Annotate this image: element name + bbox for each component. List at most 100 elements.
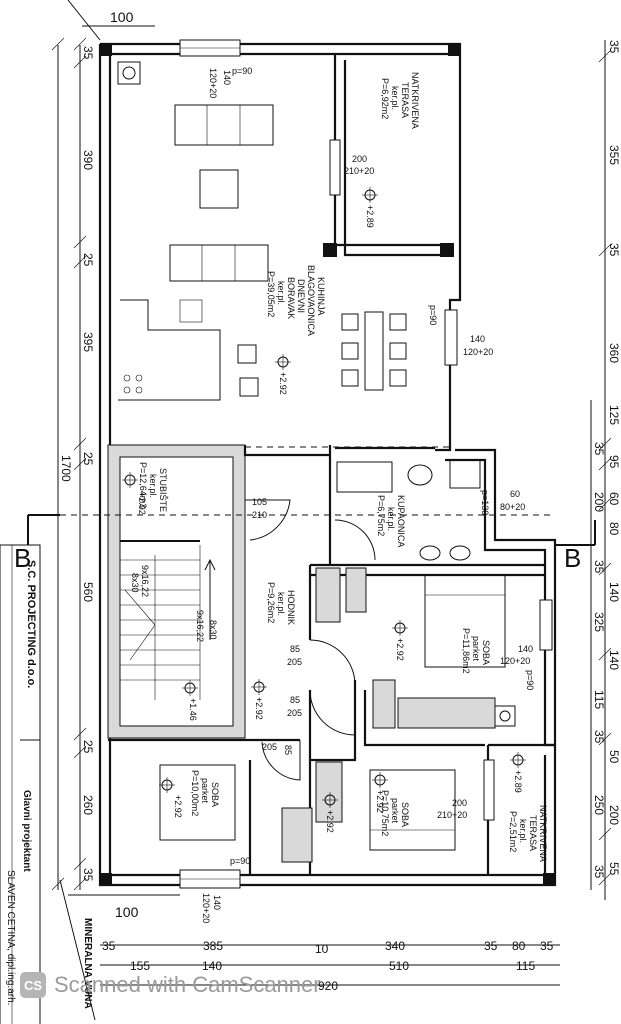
level-10: +2.89 bbox=[513, 770, 523, 793]
watermark-text: Scanned with CamScanner bbox=[54, 972, 321, 997]
right-dimension-chain: 35 355 35 360 125 95 35 200 60 80 35 140… bbox=[590, 40, 621, 900]
room-terasa-bottom-l1: NATKRIVENA bbox=[538, 805, 548, 862]
room-terasa-bottom-l3: ker.pl. bbox=[518, 819, 528, 843]
room-soba3-l2: parket bbox=[390, 798, 400, 824]
level-7: +1.46 bbox=[188, 698, 198, 721]
room-stubiste-l3: P=12,64m2 bbox=[138, 462, 148, 508]
top-width-mark: 100 bbox=[67, 0, 155, 41]
dim-bottom-r1-5: 35 bbox=[484, 939, 498, 953]
room-soba2-l3: P=10,00m2 bbox=[190, 770, 200, 816]
room-soba2: SOBA parket P=10,00m2 bbox=[190, 770, 220, 816]
left-dimension-chain: 35 390 25 395 25 560 25 260 35 1700 bbox=[51, 37, 95, 891]
dim-bottom-r1-4: 340 bbox=[385, 939, 405, 953]
room-soba3-l3: P=10,75m2 bbox=[380, 790, 390, 836]
room-hodnik-l2: ker.pl. bbox=[276, 592, 286, 616]
bottom-width-label: 100 bbox=[115, 904, 139, 920]
section-line: B B bbox=[14, 514, 596, 573]
bath-window-h: 80+20 bbox=[500, 502, 525, 512]
dim-right-19: 200 bbox=[607, 805, 621, 825]
hall-door2-w: 85 bbox=[290, 695, 300, 705]
hall-door3-h: 205 bbox=[262, 742, 277, 752]
dim-bottom-r2-3: 510 bbox=[389, 959, 409, 973]
side-label: MINERALNA VUNA bbox=[82, 918, 93, 1009]
room3-door-h: 210+20 bbox=[437, 810, 467, 820]
scanner-watermark: CS Scanned with CamScanner bbox=[20, 972, 321, 998]
level-8: +2.92 bbox=[325, 810, 335, 833]
dim-bottom-r2-1: 155 bbox=[130, 959, 150, 973]
room1-window-w: 140 bbox=[518, 644, 533, 654]
hall-door3-w: 85 bbox=[283, 745, 293, 755]
room-terasa-top: NATKRIVENA TERASA ker.pl. P=6,92m2 bbox=[380, 72, 420, 129]
company-name: S.C. PROJECTING d.o.o. bbox=[25, 560, 37, 688]
stair-label-d: 8x30 bbox=[208, 620, 218, 640]
dim-right-11: 35 bbox=[592, 560, 606, 574]
dim-right-5: 125 bbox=[607, 405, 621, 425]
room-dnevni-l1: KUHINJA bbox=[316, 277, 326, 316]
dim-left-4: 395 bbox=[81, 332, 95, 352]
dim-left-8: 260 bbox=[81, 795, 95, 815]
bottom-window-p: p=90 bbox=[230, 856, 250, 866]
room-dnevni-l3: DNEVNI bbox=[296, 279, 306, 313]
room-dnevni-l4: BORAVAK bbox=[286, 277, 296, 319]
dim-left-6: 560 bbox=[81, 582, 95, 602]
bottom-dimensions: 100 35 385 10 340 35 80 35 155 140 510 1… bbox=[59, 879, 560, 1021]
top-width-label: 100 bbox=[110, 9, 134, 25]
bottom-window-w: 140 bbox=[212, 895, 222, 910]
level-6: +2.92 bbox=[173, 795, 183, 818]
room-kupaonica: KUPAONICA ker.pl. P=6,75m2 bbox=[376, 495, 406, 547]
room-stubiste: STUBIŠTE ker.pl. P=12,64m2 bbox=[138, 462, 168, 512]
section-marker-right: B bbox=[564, 543, 581, 573]
dim-right-4: 360 bbox=[607, 343, 621, 363]
title-block: S.C. PROJECTING d.o.o. Glavni projektant… bbox=[0, 544, 41, 1024]
dim-right-12: 140 bbox=[607, 582, 621, 602]
camscanner-logo: CS bbox=[20, 972, 46, 998]
room-hodnik: HODNIK ker.pl. P=9,26m2 bbox=[266, 582, 296, 625]
room-dnevni-l5: ker.pl. bbox=[276, 281, 286, 305]
dim-right-20: 55 bbox=[607, 862, 621, 876]
dim-bottom-r1-2: 385 bbox=[203, 939, 223, 953]
room-terasa-bottom-l4: P=2,51m2 bbox=[508, 811, 518, 852]
room-labels: NATKRIVENA TERASA ker.pl. P=6,92m2 KUHIN… bbox=[138, 72, 548, 862]
terasa-door-w: 200 bbox=[352, 154, 367, 164]
door-swings bbox=[245, 499, 376, 781]
room-soba3: SOBA parket P=10,75m2 bbox=[380, 790, 410, 836]
room-hodnik-l1: HODNIK bbox=[286, 590, 296, 625]
dining-window-h: 120+20 bbox=[463, 347, 493, 357]
dim-bottom-total: 920 bbox=[318, 979, 338, 993]
stair-label-b: 8x30 bbox=[130, 573, 140, 593]
dim-right-6: 95 bbox=[607, 455, 621, 469]
room-terasa-top-l3: ker.pl. bbox=[390, 86, 400, 110]
hall-door2-h: 205 bbox=[287, 708, 302, 718]
stair-door-h: 210 bbox=[252, 510, 267, 520]
dim-bottom-r1-3: 10 bbox=[315, 942, 329, 956]
dim-right-10: 80 bbox=[607, 522, 621, 536]
level-2: +2.92 bbox=[278, 372, 288, 395]
dim-right-8: 200 bbox=[592, 492, 606, 512]
bath-window-w: 60 bbox=[510, 489, 520, 499]
terasa-door-h: 210+20 bbox=[344, 166, 374, 176]
room-kupaonica-l1: KUPAONICA bbox=[396, 495, 406, 547]
dim-right-16: 35 bbox=[592, 730, 606, 744]
room-soba3-l1: SOBA bbox=[400, 802, 410, 827]
room-soba1-l2: parket bbox=[471, 636, 481, 662]
dim-bottom-r2-2: 140 bbox=[202, 959, 222, 973]
room-dnevni-l2: BLAGOVAONICA bbox=[306, 265, 316, 336]
designer-name: SLAVEN CETINA, dipl.ing.arh. bbox=[5, 870, 16, 1005]
room-stubiste-l2: ker.pl. bbox=[148, 474, 158, 498]
dining-window-p: p=90 bbox=[428, 305, 438, 325]
dim-bottom-r1-6: 80 bbox=[512, 939, 526, 953]
level-3: +2.92 bbox=[137, 492, 147, 515]
room1-window-p: p=90 bbox=[525, 670, 535, 690]
hall-door1-h: 205 bbox=[287, 657, 302, 667]
level-9: +2.92 bbox=[375, 790, 385, 813]
room-terasa-top-l1: NATKRIVENA bbox=[410, 72, 420, 129]
dim-left-1: 35 bbox=[81, 46, 95, 60]
bottom-window-h: 120+20 bbox=[201, 893, 211, 923]
stair-door-w: 105 bbox=[252, 497, 267, 507]
dim-right-18: 250 bbox=[592, 795, 606, 815]
room-soba2-l1: SOBA bbox=[210, 782, 220, 807]
dim-left-2: 390 bbox=[81, 150, 95, 170]
dim-left-total: 1700 bbox=[59, 455, 73, 482]
staircase: 9x16,22 8x30 9x16,22 8x30 bbox=[107, 444, 246, 739]
interior-walls bbox=[60, 445, 555, 875]
